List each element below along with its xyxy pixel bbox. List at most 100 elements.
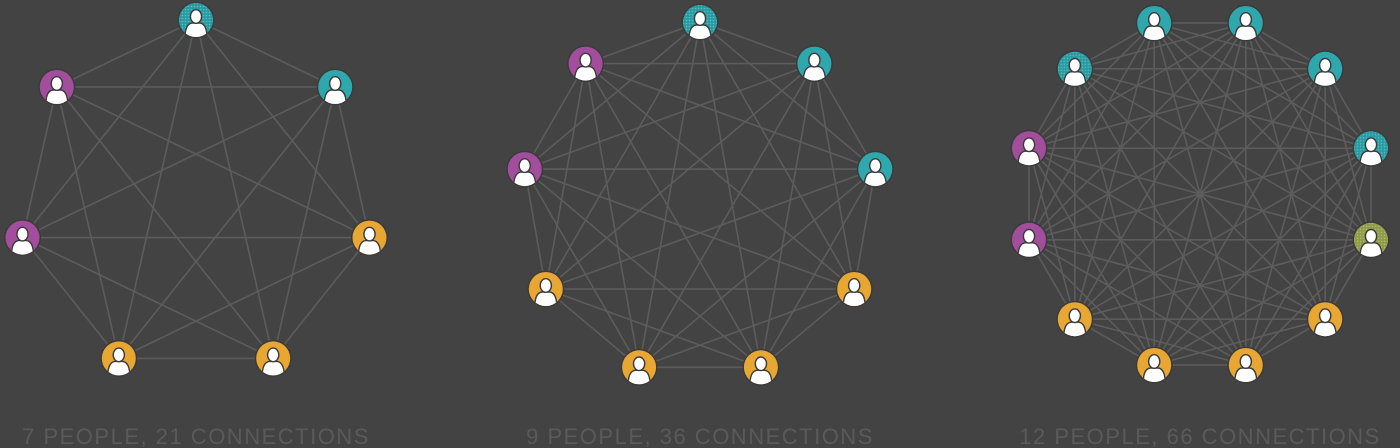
person-icon xyxy=(10,226,35,255)
person-icon xyxy=(688,10,712,39)
person-icon xyxy=(45,75,69,104)
person-node xyxy=(506,150,544,188)
person-node xyxy=(351,219,388,257)
connection-line xyxy=(545,21,701,290)
connection-line xyxy=(1028,68,1326,241)
person-icon xyxy=(1017,228,1041,257)
connection-line xyxy=(1028,239,1326,320)
person-node xyxy=(1010,221,1048,259)
person-node xyxy=(177,1,215,39)
connection-line xyxy=(22,236,274,360)
connection-line xyxy=(56,86,274,359)
connection-line xyxy=(22,86,336,239)
connection-line xyxy=(760,168,876,368)
connection-line xyxy=(638,21,701,368)
person-node xyxy=(1135,4,1173,42)
connection-line xyxy=(699,21,855,290)
person-icon xyxy=(107,347,131,376)
connection-line xyxy=(1074,22,1155,320)
person-icon xyxy=(1063,57,1087,86)
connection-line xyxy=(118,86,336,359)
person-icon xyxy=(1142,11,1166,40)
connection-line xyxy=(118,19,197,359)
person-icon xyxy=(357,226,382,255)
network-12-edges xyxy=(1028,22,1372,366)
connection-line xyxy=(1074,68,1372,149)
person-icon xyxy=(1359,228,1383,257)
connection-line xyxy=(545,62,815,290)
connection-line xyxy=(334,86,371,238)
person-icon xyxy=(573,52,598,81)
connection-line xyxy=(1074,22,1247,320)
person-node xyxy=(527,270,565,308)
connection-line xyxy=(585,62,855,290)
connection-line xyxy=(21,86,58,238)
connection-line xyxy=(1153,22,1247,366)
person-icon xyxy=(1313,57,1337,86)
network-7-nodes xyxy=(4,1,388,377)
connection-line xyxy=(195,19,274,359)
connection-line xyxy=(272,86,336,359)
network-7-edges xyxy=(21,19,371,360)
person-node xyxy=(1135,346,1173,384)
network-12: 12 PEOPLE, 66 CONNECTIONS xyxy=(1010,4,1390,448)
connection-line xyxy=(524,168,762,368)
connection-line xyxy=(1028,68,1076,241)
connection-line xyxy=(524,168,855,290)
person-node xyxy=(681,3,719,41)
connection-line xyxy=(523,168,547,290)
connection-line xyxy=(585,21,701,65)
person-icon xyxy=(1234,353,1258,382)
connection-line xyxy=(524,168,640,368)
connection-line xyxy=(21,237,120,359)
connection-line xyxy=(545,63,587,290)
person-icon xyxy=(802,52,827,81)
person-node xyxy=(1227,346,1265,384)
connection-line xyxy=(699,21,762,368)
person-icon xyxy=(1234,11,1258,40)
connection-line xyxy=(699,21,876,170)
person-node xyxy=(1306,50,1344,88)
connection-line xyxy=(638,288,855,369)
connection-line xyxy=(545,168,876,290)
connection-line xyxy=(545,288,762,369)
person-icon xyxy=(1063,308,1087,337)
person-icon xyxy=(323,75,347,104)
network-9-edges xyxy=(523,21,877,369)
person-node xyxy=(1010,129,1048,167)
connection-line xyxy=(1153,22,1372,149)
person-node xyxy=(1352,221,1390,259)
person-icon xyxy=(1359,137,1383,166)
connection-line xyxy=(545,288,640,368)
connection-line xyxy=(1028,147,1326,320)
network-9: 9 PEOPLE, 36 CONNECTIONS xyxy=(506,3,894,448)
connection-line xyxy=(1028,147,1247,366)
connection-line xyxy=(195,19,371,239)
person-node xyxy=(316,68,354,106)
person-node xyxy=(620,348,658,386)
connection-line xyxy=(524,63,587,170)
connection-line xyxy=(56,86,370,239)
person-node xyxy=(1227,4,1265,42)
connection-line xyxy=(1153,22,1372,241)
connection-line xyxy=(1074,318,1247,366)
person-node xyxy=(100,339,138,377)
network-7-caption: 7 PEOPLE, 21 CONNECTIONS xyxy=(22,424,370,448)
connection-line xyxy=(56,86,120,359)
connection-line xyxy=(1153,68,1326,366)
connection-line xyxy=(1028,147,1076,320)
connection-line xyxy=(21,19,197,239)
person-node xyxy=(4,219,41,257)
person-node xyxy=(795,45,833,83)
network-12-nodes xyxy=(1010,4,1390,384)
person-icon xyxy=(1017,137,1041,166)
person-node xyxy=(1306,300,1344,338)
connection-line xyxy=(1074,68,1247,366)
person-icon xyxy=(627,356,651,385)
network-9-caption: 9 PEOPLE, 36 CONNECTIONS xyxy=(526,424,874,448)
connection-line xyxy=(699,21,815,65)
connection-line xyxy=(1028,239,1155,366)
person-icon xyxy=(1313,308,1337,337)
person-icon xyxy=(842,277,866,306)
